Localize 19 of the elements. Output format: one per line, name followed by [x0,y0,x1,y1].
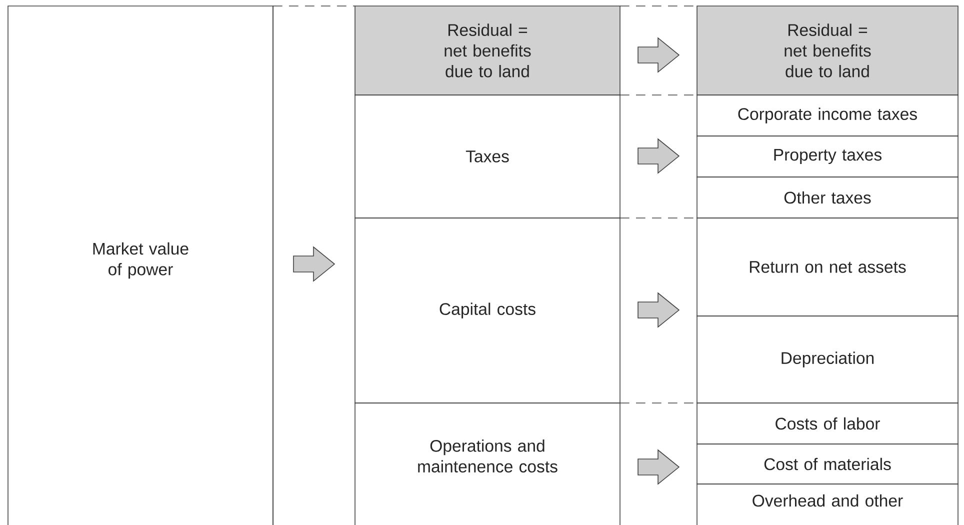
block-arrow [638,292,680,328]
cost-box: Taxes [354,94,620,218]
block-arrow [638,37,680,73]
cost-box: Return on net assets [696,218,958,316]
residual-box: Residual = net benefits due to land [354,6,620,96]
residual-box: Residual = net benefits due to land [696,6,958,96]
cost-box: Overhead and other [696,484,958,525]
cost-box: Market value of power [8,6,274,525]
cost-box: Other taxes [696,176,958,218]
block-arrow [638,449,680,485]
block-arrow [638,138,680,174]
cost-box: Property taxes [696,136,958,178]
block-arrow [293,246,336,282]
cost-box: Cost of materials [696,444,958,484]
cost-box: Capital costs [354,218,620,404]
cost-box: Operations and maintenence costs [354,402,620,525]
cost-box: Depreciation [696,316,958,404]
cost-box: Corporate income taxes [696,94,958,136]
cost-box: Costs of labor [696,402,958,444]
